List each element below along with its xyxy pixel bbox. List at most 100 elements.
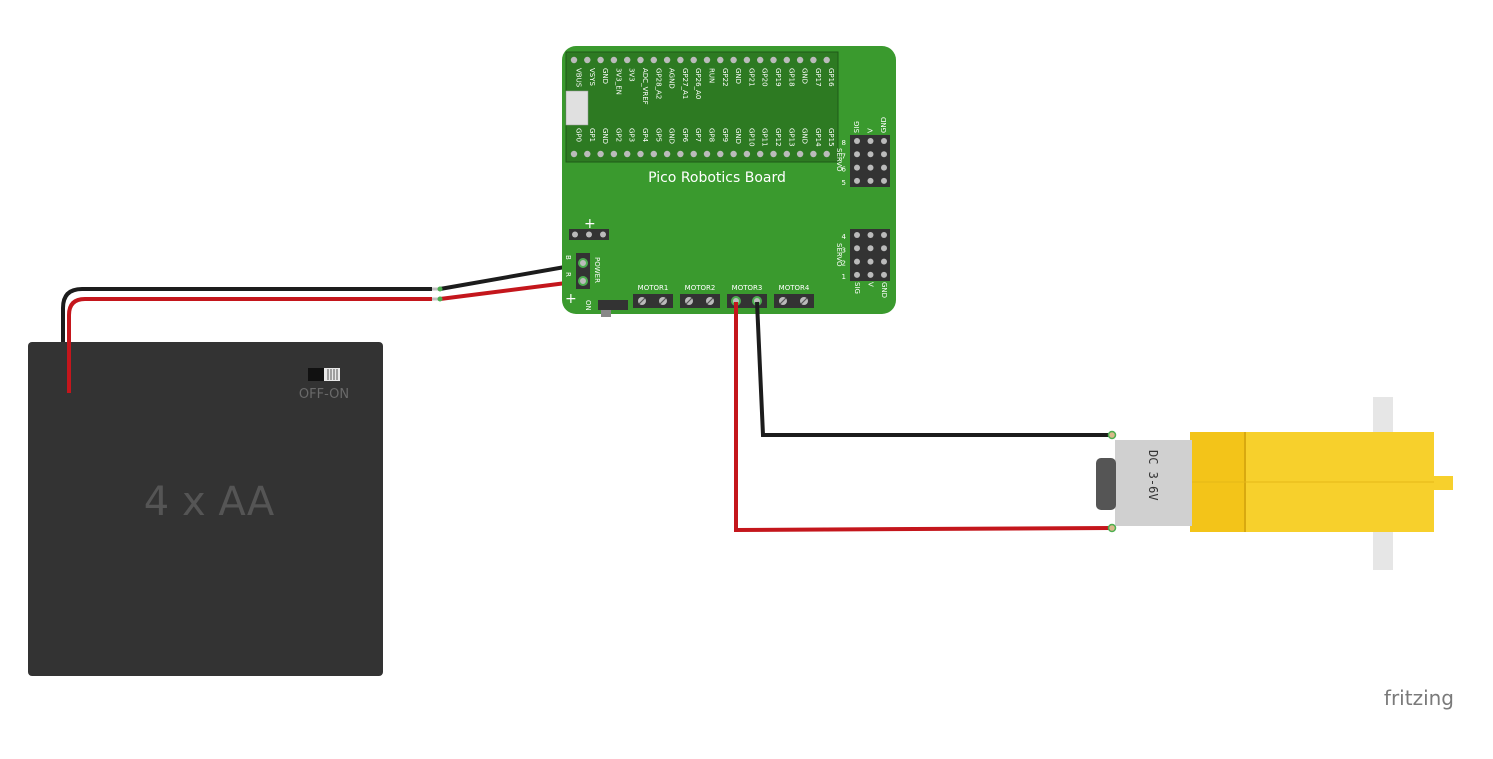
header-pin[interactable] [717, 56, 724, 64]
servo-pin[interactable] [867, 245, 874, 252]
pin-label: GP26_A0 [694, 68, 702, 99]
header-pin[interactable] [570, 150, 578, 158]
header-pin[interactable] [650, 56, 657, 64]
header-pin[interactable] [650, 150, 657, 158]
header-pin[interactable] [770, 150, 777, 158]
motor-terminal-1[interactable] [1107, 430, 1117, 440]
header-pin[interactable] [610, 150, 618, 158]
battery-red-wire[interactable] [67, 297, 432, 393]
header-pin[interactable] [677, 56, 684, 64]
header-pin[interactable] [663, 56, 671, 64]
power-red-wire[interactable] [439, 279, 583, 301]
servo-number: 1 [842, 273, 846, 281]
dc-gear-motor[interactable]: DC 3-6V [1096, 397, 1453, 570]
header-pin[interactable] [810, 150, 817, 158]
header-pin[interactable] [663, 150, 671, 158]
motor-red-wire[interactable] [734, 302, 1113, 533]
servo-pin[interactable] [867, 271, 874, 278]
servo-pin[interactable] [867, 151, 874, 158]
servo-pin[interactable] [867, 258, 874, 265]
power-switch[interactable] [598, 300, 628, 317]
header-pin[interactable] [796, 150, 804, 158]
header-pin[interactable] [730, 150, 737, 158]
servo-pin[interactable] [881, 177, 887, 184]
header-pin[interactable] [584, 56, 591, 64]
servo-pin[interactable] [881, 258, 887, 265]
pin-label: GND [601, 128, 609, 144]
servo-pin[interactable] [881, 151, 887, 158]
header-pin[interactable] [637, 56, 644, 64]
servo-header-top[interactable] [850, 135, 890, 187]
header-pin[interactable] [823, 150, 830, 158]
header-pin[interactable] [783, 150, 790, 158]
header-pin[interactable] [677, 150, 684, 158]
motor-terminal-2[interactable] [1107, 523, 1117, 533]
pin-label: GP7 [694, 128, 702, 142]
pin-label: GND [668, 128, 676, 144]
header-pin[interactable] [597, 150, 604, 158]
header-pin[interactable] [823, 56, 830, 64]
header-pin[interactable] [637, 150, 644, 158]
motor-terminal-4[interactable] [774, 294, 814, 308]
servo-pin[interactable] [854, 164, 860, 171]
pin-label: GP2 [614, 128, 622, 142]
servo-pin[interactable] [867, 177, 874, 184]
servo-pin[interactable] [854, 245, 860, 252]
power-b-label: B [564, 255, 572, 260]
servo-pin[interactable] [854, 151, 860, 158]
header-pin[interactable] [570, 56, 578, 64]
battery-black-wire[interactable] [61, 287, 432, 309]
power-connector[interactable] [576, 253, 590, 289]
pin-label: GP9 [721, 128, 729, 142]
pico-header-area [565, 51, 839, 163]
pin-label: GP27_A1 [681, 68, 689, 99]
servo-pin[interactable] [854, 138, 860, 144]
motor-label-4: MOTOR4 [779, 284, 810, 292]
header-pin[interactable] [757, 56, 764, 64]
servo-pin[interactable] [854, 271, 860, 278]
header-pin[interactable] [610, 56, 618, 64]
motor-terminal-2[interactable] [680, 294, 720, 308]
header-pin[interactable] [597, 56, 604, 64]
pin-label: GP3 [628, 128, 636, 142]
battery-switch[interactable] [308, 368, 340, 381]
header-pin[interactable] [717, 150, 724, 158]
power-black-wire[interactable] [439, 262, 583, 291]
motor-terminal-1[interactable] [633, 294, 673, 308]
battery-pack[interactable]: 4 x AA OFF-ON [28, 342, 383, 676]
servo-pin[interactable] [854, 177, 860, 184]
header-pin[interactable] [690, 150, 697, 158]
header-pin[interactable] [770, 56, 777, 64]
header-pin[interactable] [730, 56, 737, 64]
aux-header[interactable] [569, 229, 609, 240]
servo-pin[interactable] [854, 232, 860, 238]
header-pin[interactable] [584, 150, 591, 158]
header-pin[interactable] [624, 150, 631, 158]
on-label: ON [584, 300, 592, 311]
header-pin[interactable] [703, 150, 711, 158]
motor-black-wire[interactable] [755, 301, 1112, 437]
servo-pin[interactable] [867, 232, 874, 238]
header-pin[interactable] [703, 56, 711, 64]
servo-pin[interactable] [881, 245, 887, 252]
pin-label: GND [801, 68, 809, 84]
servo-pin[interactable] [854, 258, 860, 265]
servo-pin[interactable] [881, 271, 887, 278]
servo-pin[interactable] [881, 164, 887, 171]
header-pin[interactable] [690, 56, 697, 64]
servo-pin[interactable] [867, 164, 874, 171]
header-pin[interactable] [757, 150, 764, 158]
pin-label: GP28_A2 [654, 68, 662, 99]
servo-pin[interactable] [867, 138, 874, 144]
motor-terminal-3[interactable] [727, 294, 767, 308]
servo-pin[interactable] [881, 232, 887, 238]
header-pin[interactable] [796, 56, 804, 64]
header-pin[interactable] [743, 56, 751, 64]
servo-header-bottom[interactable] [850, 229, 890, 281]
header-pin[interactable] [624, 56, 631, 64]
header-pin[interactable] [810, 56, 817, 64]
header-pin[interactable] [743, 150, 751, 158]
servo-pin[interactable] [881, 138, 887, 144]
header-pin[interactable] [783, 56, 790, 64]
